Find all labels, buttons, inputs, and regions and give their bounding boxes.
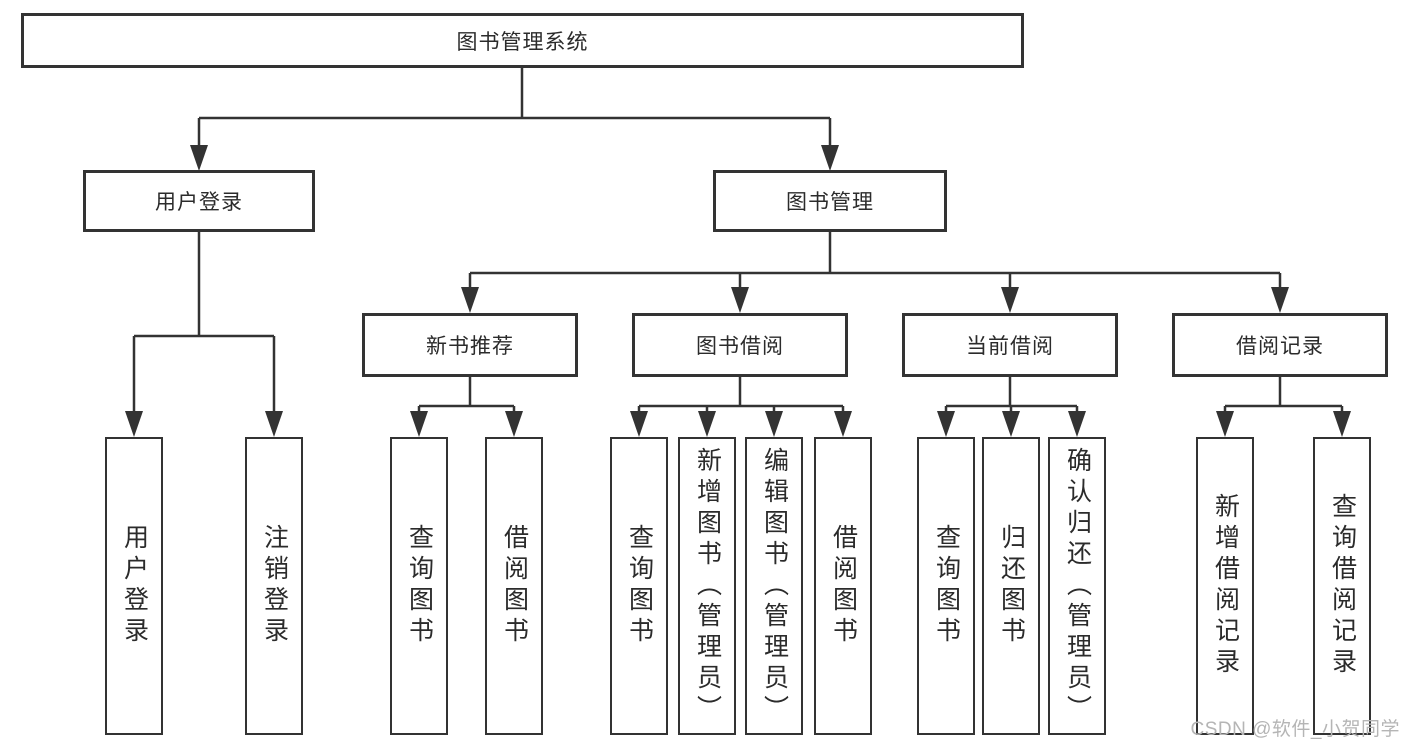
node-root: 图书管理系统 [21,13,1024,68]
arrow-icon [505,411,523,437]
leaf-user-login: 用户登录 [105,437,163,735]
arrow-icon [265,411,283,437]
arrow-icon [1068,411,1086,437]
arrow-icon [125,411,143,437]
arrow-icon [461,287,479,313]
arrowheads [125,145,1351,437]
arrow-icon [1002,411,1020,437]
arrow-icon [410,411,428,437]
leaf-current-query: 查询图书 [917,437,975,735]
leaf-borrow-edit-book-label: 编辑图书（管理员） [760,446,789,726]
node-new-book-recommend-label: 新书推荐 [426,335,514,358]
arrow-icon [834,411,852,437]
node-current-borrow: 当前借阅 [902,313,1118,377]
arrow-icon [937,411,955,437]
leaf-borrow-query: 查询图书 [610,437,668,735]
node-book-management: 图书管理 [713,170,947,232]
leaf-current-confirm-return-label: 确认归还（管理员） [1063,446,1092,726]
node-new-book-recommend: 新书推荐 [362,313,578,377]
node-book-management-label: 图书管理 [786,191,874,214]
leaf-logout: 注销登录 [245,437,303,735]
arrow-icon [1333,411,1351,437]
leaf-borrow-book: 借阅图书 [814,437,872,735]
arrow-icon [821,145,839,171]
arrow-icon [1001,287,1019,313]
csdn-watermark: CSDN @软件_小贺同学 [1190,719,1400,740]
leaf-current-return-label: 归还图书 [997,524,1026,648]
arrow-icon [630,411,648,437]
leaf-borrow-edit-book: 编辑图书（管理员） [745,437,803,735]
connector-paths [132,68,1344,420]
arrow-icon [1271,287,1289,313]
arrow-icon [765,411,783,437]
node-user-login: 用户登录 [83,170,315,232]
leaf-newbook-query: 查询图书 [390,437,448,735]
leaf-logout-label: 注销登录 [260,524,289,648]
leaf-current-confirm-return: 确认归还（管理员） [1048,437,1106,735]
arrow-icon [190,145,208,171]
leaf-record-query: 查询借阅记录 [1313,437,1371,735]
arrow-icon [1216,411,1234,437]
leaf-borrow-book-label: 借阅图书 [829,524,858,648]
leaf-borrow-query-label: 查询图书 [625,524,654,648]
node-borrow-records: 借阅记录 [1172,313,1388,377]
leaf-user-login-label: 用户登录 [120,524,149,648]
leaf-record-add: 新增借阅记录 [1196,437,1254,735]
leaf-record-query-label: 查询借阅记录 [1328,493,1357,679]
leaf-current-query-label: 查询图书 [932,524,961,648]
node-current-borrow-label: 当前借阅 [966,335,1054,358]
leaf-newbook-borrow-label: 借阅图书 [500,524,529,648]
arrow-icon [731,287,749,313]
node-root-label: 图书管理系统 [456,30,589,54]
leaf-newbook-borrow: 借阅图书 [485,437,543,735]
leaf-borrow-add-book-label: 新增图书（管理员） [693,446,722,726]
leaf-current-return: 归还图书 [982,437,1040,735]
leaf-record-add-label: 新增借阅记录 [1211,493,1240,679]
leaf-newbook-query-label: 查询图书 [405,524,434,648]
arrow-icon [698,411,716,437]
node-borrow-records-label: 借阅记录 [1236,335,1324,358]
leaf-borrow-add-book: 新增图书（管理员） [678,437,736,735]
node-book-borrow: 图书借阅 [632,313,848,377]
node-book-borrow-label: 图书借阅 [696,335,784,358]
node-user-login-label: 用户登录 [155,191,243,214]
